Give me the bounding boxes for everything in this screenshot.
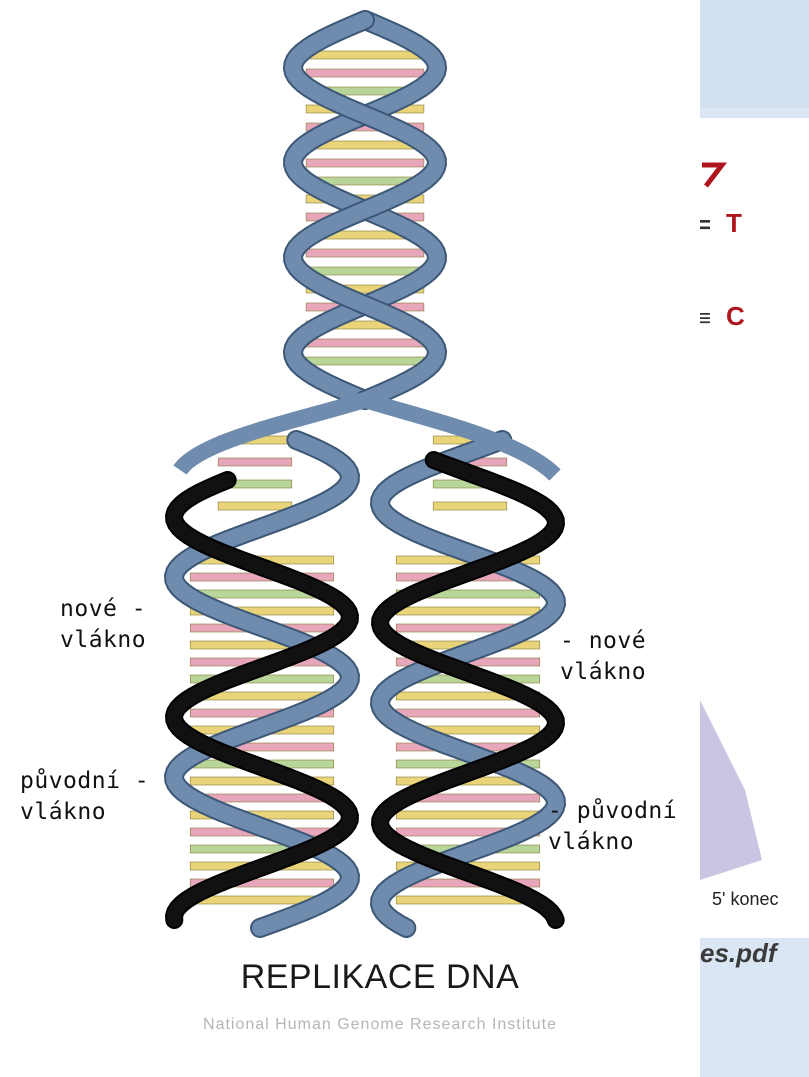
left-original-strand-label: původní - vlákno <box>20 766 149 828</box>
parent-base-pair <box>306 249 424 257</box>
daughter-right-base-pair <box>396 709 540 717</box>
parent-base-pair <box>306 267 424 275</box>
right-original-strand-label: - původní vlákno <box>548 796 677 858</box>
parent-base-pair <box>306 357 424 365</box>
parent-base-pair <box>306 159 424 167</box>
right-new-strand-label: - nové vlákno <box>560 626 646 688</box>
daughter-right-base-pair <box>396 811 540 819</box>
daughter-right-base-pair <box>396 607 540 615</box>
parent-base-pair <box>306 69 424 77</box>
parent-base-pair <box>306 339 424 347</box>
fork-base-pair <box>218 458 292 466</box>
parent-base-pair <box>306 51 424 59</box>
diagram-credit: National Human Genome Research Institute <box>0 1016 760 1034</box>
left-new-strand-label: nové - vlákno <box>60 594 146 656</box>
end-label: 5' konec <box>712 889 778 910</box>
fork-base-pair <box>218 502 292 510</box>
diagram-caption: REPLIKACE DNA <box>0 958 760 997</box>
fork-base-pair <box>433 502 507 510</box>
